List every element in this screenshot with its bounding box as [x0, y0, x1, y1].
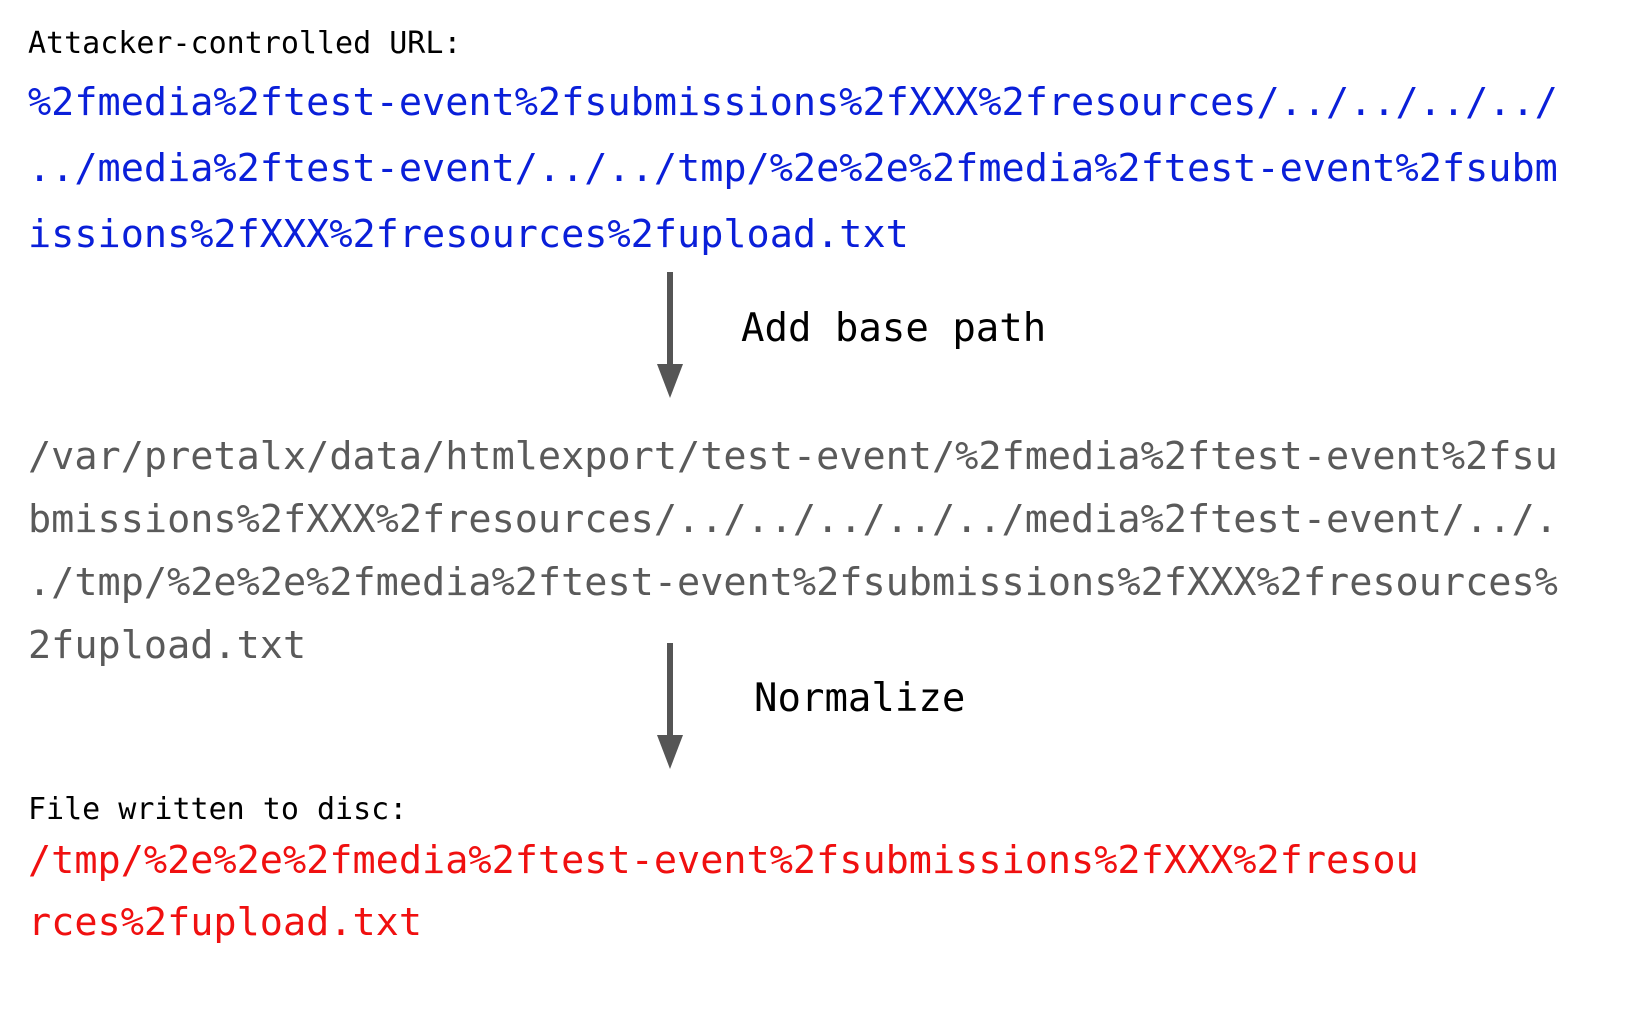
down-arrow-icon — [657, 643, 683, 769]
attacker-url-label: Attacker-controlled URL: — [28, 26, 462, 61]
intermediate-path: /var/pretalx/data/htmlexport/test-event/… — [28, 425, 1558, 677]
attacker-url-line: issions%2fXXX%2fresources%2fupload.txt — [28, 212, 909, 257]
intermediate-path-line: ./tmp/%2e%2e%2fmedia%2ftest-event%2fsubm… — [28, 560, 1558, 605]
file-written-path: /tmp/%2e%2e%2fmedia%2ftest-event%2fsubmi… — [28, 830, 1419, 954]
step-label-add-base-path: Add base path — [741, 306, 1047, 351]
down-arrow-icon — [657, 272, 683, 398]
attacker-url-line: ../media%2ftest-event/../../tmp/%2e%2e%2… — [28, 146, 1558, 191]
file-written-line: /tmp/%2e%2e%2fmedia%2ftest-event%2fsubmi… — [28, 838, 1419, 883]
attacker-url-line: %2fmedia%2ftest-event%2fsubmissions%2fXX… — [28, 80, 1558, 125]
attacker-url-path: %2fmedia%2ftest-event%2fsubmissions%2fXX… — [28, 70, 1558, 268]
file-written-label: File written to disc: — [28, 792, 408, 827]
step-label-normalize: Normalize — [754, 676, 966, 721]
intermediate-path-line: bmissions%2fXXX%2fresources/../../../../… — [28, 497, 1558, 542]
file-written-line: rces%2fupload.txt — [28, 900, 423, 945]
intermediate-path-line: 2fupload.txt — [28, 623, 307, 668]
intermediate-path-line: /var/pretalx/data/htmlexport/test-event/… — [28, 434, 1558, 479]
